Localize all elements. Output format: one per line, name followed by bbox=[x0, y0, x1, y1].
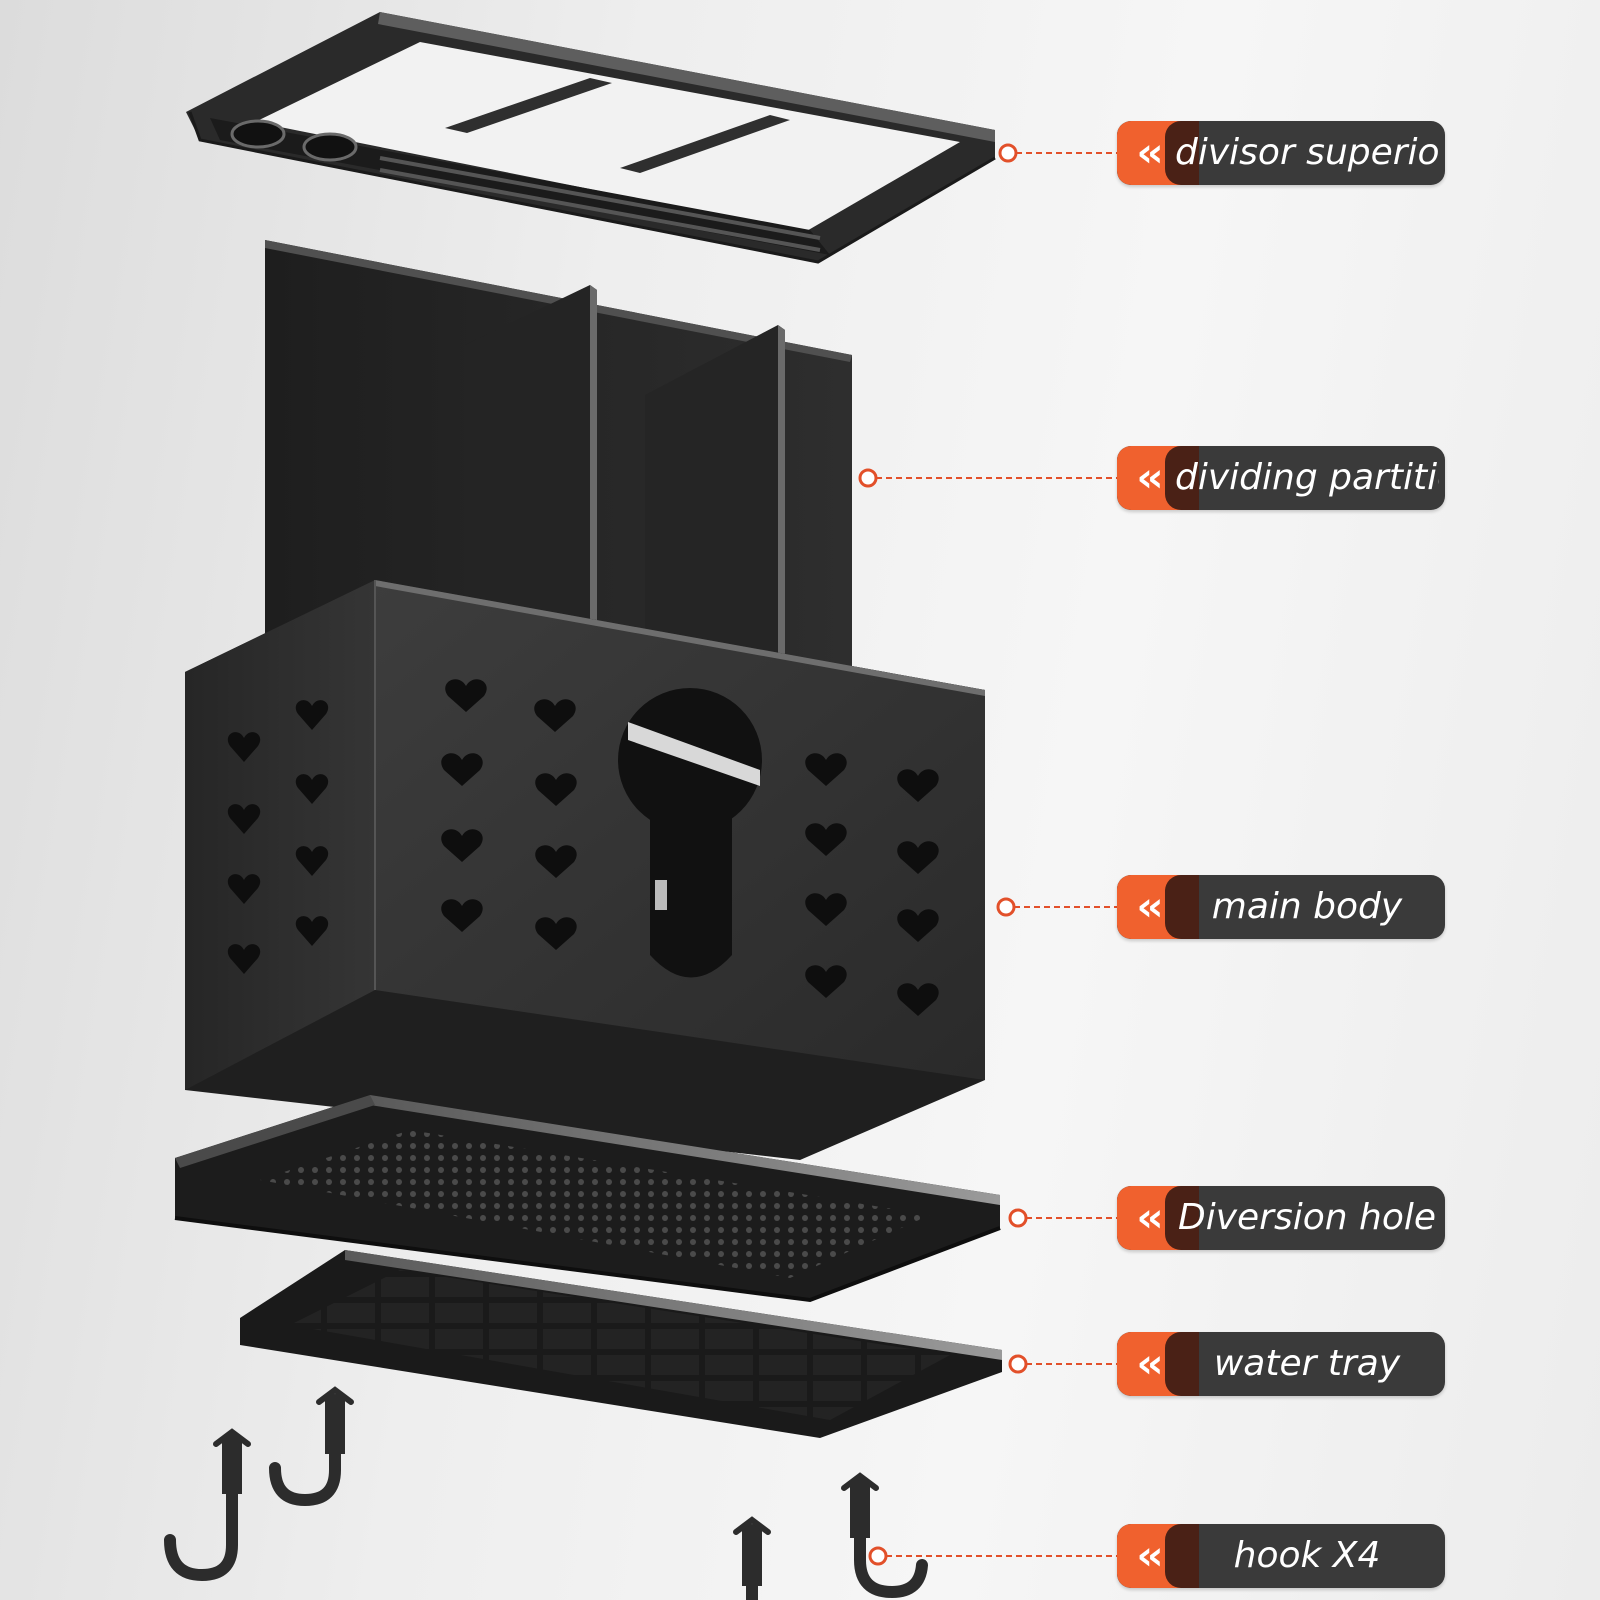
top-divider-frame bbox=[186, 12, 996, 264]
callout-label: Diversion hole bbox=[1177, 1197, 1436, 1238]
diversion-plate bbox=[174, 1095, 1001, 1303]
water-tray-part bbox=[240, 1250, 1002, 1438]
double-chevron-left-icon: ‹‹ bbox=[1136, 1341, 1164, 1387]
leader-points bbox=[858, 143, 1028, 1566]
callout-label: main body bbox=[1211, 886, 1403, 927]
callout-main-body: ‹‹ main body bbox=[1117, 875, 1445, 939]
main-body bbox=[185, 580, 985, 1160]
double-chevron-left-icon: ‹‹ bbox=[1136, 130, 1164, 176]
double-chevron-left-icon: ‹‹ bbox=[1136, 1195, 1164, 1241]
callout-hook-x4: ‹‹ hook X4 bbox=[1117, 1524, 1445, 1588]
double-chevron-left-icon: ‹‹ bbox=[1136, 884, 1164, 930]
callout-diversion-hole: ‹‹ Diversion hole bbox=[1117, 1186, 1445, 1250]
double-chevron-left-icon: ‹‹ bbox=[1136, 1533, 1164, 1579]
callout-label: dividing partition bbox=[1175, 457, 1439, 498]
callout-divisor-superior: ‹‹ divisor superior bbox=[1117, 121, 1445, 185]
leader-lines bbox=[876, 152, 1117, 1557]
callout-water-tray: ‹‹ water tray bbox=[1117, 1332, 1445, 1396]
hook-set bbox=[164, 1386, 928, 1600]
callout-label: hook X4 bbox=[1233, 1535, 1381, 1576]
callout-dividing-partition: ‹‹ dividing partition bbox=[1117, 446, 1445, 510]
callout-label: divisor superior bbox=[1175, 132, 1439, 173]
callout-label: water tray bbox=[1213, 1343, 1401, 1384]
double-chevron-left-icon: ‹‹ bbox=[1136, 455, 1164, 501]
